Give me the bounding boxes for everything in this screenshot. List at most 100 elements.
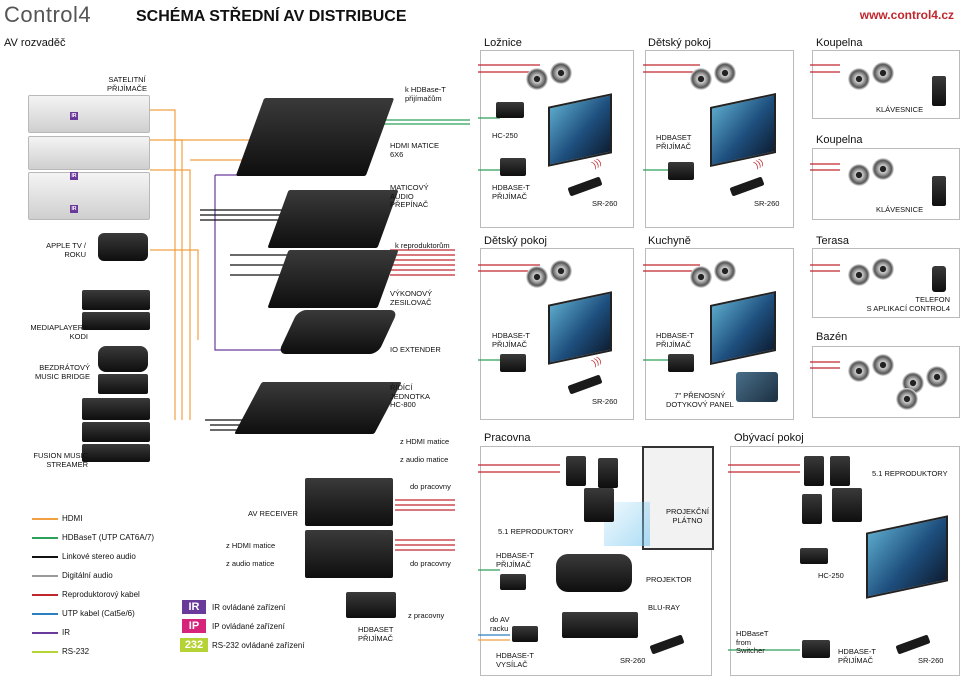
- label-apple-tv: APPLE TV / ROKU: [46, 241, 86, 259]
- label-satellite: SATELITNÍ PŘIJÍMAČE: [106, 75, 147, 93]
- section-bazen: Bazén: [816, 331, 848, 343]
- hdbaset-receiver-device: [668, 162, 694, 180]
- label-to-speakers: k reproduktorům: [395, 241, 450, 250]
- hc250-device: [800, 548, 828, 564]
- label-hc250-a: HC-250: [492, 131, 518, 140]
- website-url[interactable]: www.control4.cz: [859, 8, 954, 22]
- speaker-cabinet-icon: [598, 458, 618, 488]
- speaker-icon: [714, 260, 736, 282]
- legend-label-digital: Digitální audio: [62, 571, 113, 580]
- speaker-icon: [848, 68, 870, 90]
- speaker-icon: [526, 68, 548, 90]
- label-hdbaset-rx-rack: HDBASET PŘIJÍMAČ: [358, 625, 394, 643]
- hdbaset-receiver-device: [500, 158, 526, 176]
- speaker-icon: [848, 360, 870, 382]
- label-hdbt-tx: HDBASE-T VYSÍLAČ: [496, 651, 534, 669]
- fusion-streamer-3: [82, 444, 150, 462]
- hdbaset-transmitter-device: [512, 626, 538, 642]
- label-sr260-b: SR-260: [754, 199, 780, 208]
- legend-label-utp: UTP kabel (Cat5e/6): [62, 609, 135, 618]
- speaker-icon: [896, 388, 918, 410]
- keypad-icon: [932, 76, 946, 106]
- media-player-2: [82, 312, 150, 330]
- speaker-icon: [872, 62, 894, 84]
- label-phone: TELEFON S APLIKACÍ CONTROL4: [866, 295, 950, 313]
- speaker-icon: [926, 366, 948, 388]
- label-hdbt-d: HDBASE-T PŘIJÍMAČ: [656, 331, 694, 349]
- legend-swatch-rs232: [32, 651, 58, 653]
- label-io-extender: IO EXTENDER: [390, 345, 441, 354]
- legend-badge-ip-text: IP ovládané zařízení: [212, 622, 285, 631]
- legend-swatch-hdbaset: [32, 537, 58, 539]
- hdbaset-receiver-device: [668, 354, 694, 372]
- speaker-icon: [550, 260, 572, 282]
- speaker-icon: [526, 266, 548, 288]
- satellite-receiver-2: [28, 136, 150, 170]
- speaker-icon: [550, 62, 572, 84]
- speaker-icon: [872, 258, 894, 280]
- label-from-audio: z audio matice: [400, 455, 449, 464]
- section-kuchyne: Kuchyně: [648, 235, 691, 247]
- hdbaset-receiver-device: [500, 574, 526, 590]
- section-detsky-1: Dětský pokoj: [648, 37, 711, 49]
- legend-swatch-digital: [32, 575, 58, 577]
- label-surround-b: 5.1 REPRODUKTORY: [872, 469, 948, 478]
- label-screen: PROJEKČNÍ PLÁTNO: [666, 507, 709, 525]
- legend-label-hdmi: HDMI: [62, 514, 83, 523]
- hdbaset-receiver-rack: [346, 592, 396, 618]
- label-hdmi-matrix: HDMI MATICE 6X6: [390, 141, 440, 159]
- legend-swatch-speaker: [32, 594, 58, 596]
- label-bluray: BLU-RAY: [648, 603, 680, 612]
- legend-label-ir: IR: [62, 628, 70, 637]
- satellite-receiver-1: [28, 95, 150, 133]
- label-sr260-f: SR-260: [918, 656, 944, 665]
- label-avr-out: do pracovny: [410, 559, 451, 568]
- amplifier-device: [267, 250, 399, 308]
- hc250-device: [496, 102, 524, 118]
- legend-badge-ir-text: IR ovládané zařízení: [212, 603, 286, 612]
- keypad-icon: [932, 176, 946, 206]
- label-avr-hdmi: z HDMI matice: [226, 541, 276, 550]
- ir-badge: IR: [70, 172, 78, 180]
- speaker-icon: [848, 264, 870, 286]
- hdbaset-receiver-device: [802, 640, 830, 658]
- label-to-rack: do AV racku: [490, 615, 510, 633]
- legend-swatch-stereo: [32, 556, 58, 558]
- music-bridge-device: [98, 346, 148, 372]
- apple-tv-device: [98, 233, 148, 261]
- label-hc250-b: HC-250: [818, 571, 844, 580]
- satellite-receiver-3: [28, 172, 150, 220]
- phone-icon: [932, 266, 946, 292]
- section-detsky-2: Dětský pokoj: [484, 235, 547, 247]
- legend-badge-232-text: RS-232 ovládané zařízení: [212, 641, 305, 650]
- ir-badge: IR: [70, 205, 78, 213]
- legend-label-hdbaset: HDBaseT (UTP CAT6A/7): [62, 533, 155, 542]
- legend-swatch-hdmi: [32, 518, 58, 520]
- av-receiver-1: [305, 478, 393, 526]
- label-hdbt-c: HDBASE-T PŘIJÍMAČ: [492, 331, 530, 349]
- av-receiver-2: [305, 530, 393, 578]
- control-type-legend: IR IR ovládané zařízení IP IP ovládané z…: [178, 598, 358, 658]
- label-surround-a: 5.1 REPRODUKTORY: [498, 527, 574, 536]
- projector-device: [556, 554, 632, 592]
- speaker-cabinet-icon: [804, 456, 824, 486]
- label-keypad-2: KLÁVESNICE: [876, 205, 924, 214]
- speaker-icon: [872, 158, 894, 180]
- speaker-icon: [848, 164, 870, 186]
- hdbaset-receiver-device: [500, 354, 526, 372]
- label-hdbt-e: HDBASE-T PŘIJÍMAČ: [496, 551, 534, 569]
- label-controller: ŘÍDÍCÍ JEDNOTKA HC-800: [390, 383, 431, 409]
- section-koupelna-1: Koupelna: [816, 37, 863, 49]
- fusion-streamer-2: [82, 422, 150, 442]
- subwoofer-icon: [584, 488, 614, 522]
- section-pracovna: Pracovna: [484, 432, 531, 444]
- label-from-room: z pracovny: [408, 611, 445, 620]
- label-hdbt-a: HDBASE-T PŘIJÍMAČ: [492, 183, 530, 201]
- label-from-hdmi: z HDMI matice: [400, 437, 450, 446]
- legend-label-rs232: RS-232: [62, 647, 90, 656]
- legend-label-speaker: Reproduktorový kabel: [62, 590, 140, 599]
- cable-legend: HDMI HDBaseT (UTP CAT6A/7) Linkové stere…: [0, 508, 190, 668]
- media-player-1: [82, 290, 150, 310]
- projection-screen-icon: [642, 446, 714, 550]
